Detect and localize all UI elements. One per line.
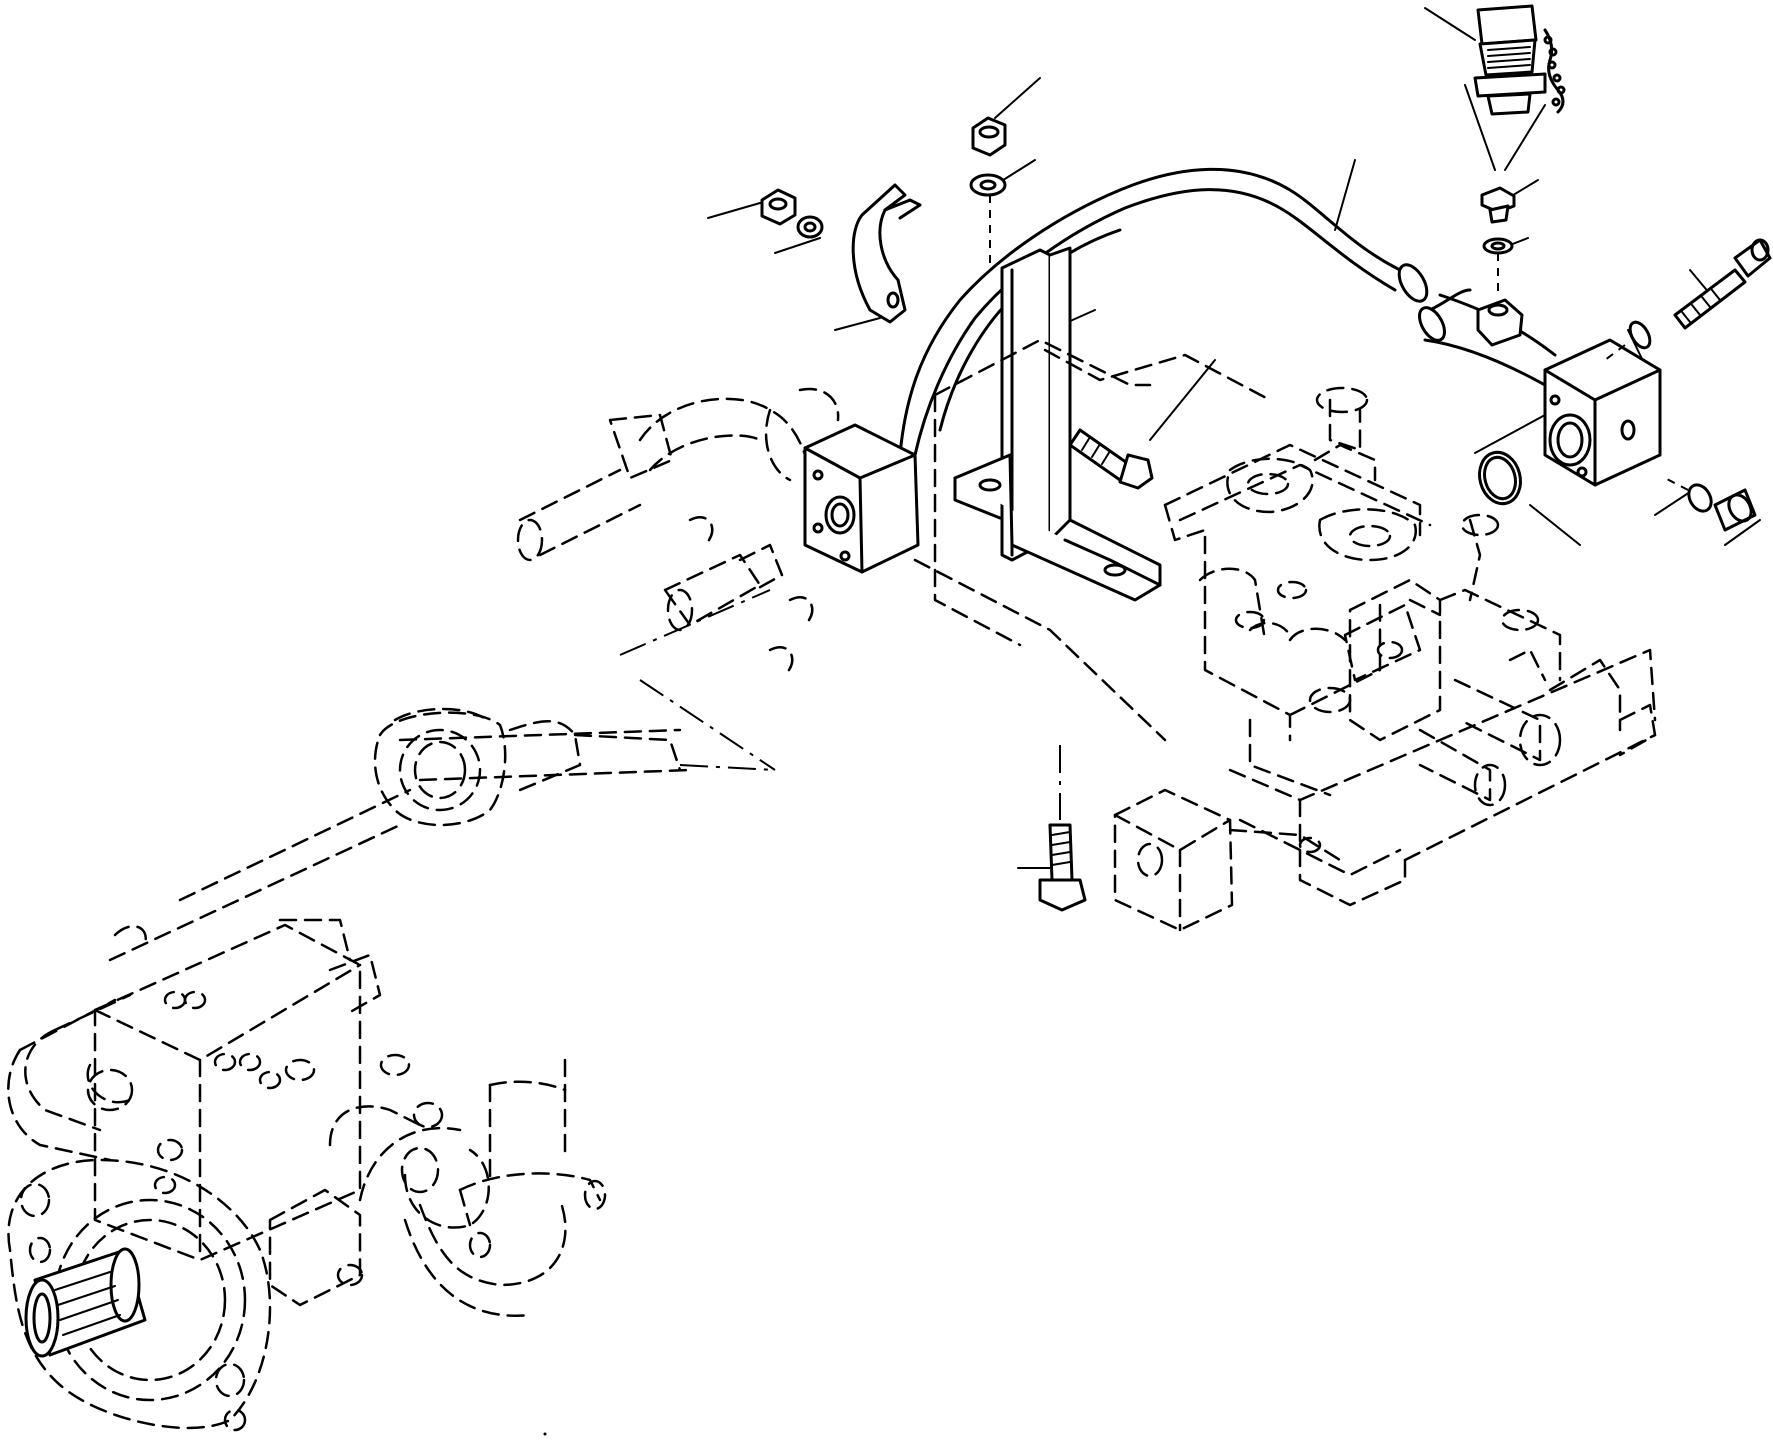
- bolt-centerline-right: [1604, 344, 1626, 361]
- leader-line-coupler-right: [1504, 104, 1546, 171]
- leader-line-lower-bolt: [1724, 519, 1761, 546]
- plug: [1480, 186, 1516, 224]
- hex-bolt-bottom: [1038, 823, 1087, 912]
- flat-washer-top: [969, 173, 1007, 197]
- leader-line-top-washer: [999, 159, 1036, 183]
- leader-lines: [707, 7, 1761, 869]
- flat-washer-left: [796, 215, 824, 239]
- hex-nut-top: [971, 116, 1007, 157]
- o-ring: [1478, 450, 1522, 506]
- leader-line-hex-bolt: [1149, 359, 1216, 441]
- suction-tube: [108, 707, 692, 962]
- fitting-left: [663, 516, 814, 677]
- leader-line-coupler: [1424, 7, 1476, 41]
- leader-line-tube: [1334, 159, 1356, 231]
- control-valve: [913, 338, 1657, 907]
- leader-line-flange: [1474, 414, 1546, 454]
- leader-line-top-nut: [994, 77, 1041, 119]
- reference-line-2: [639, 679, 776, 771]
- hex-bolt-bracket: [1068, 428, 1154, 490]
- tube-assembly: [898, 167, 1557, 457]
- bolt-lower-right: [1713, 488, 1757, 532]
- lock-washer: [1628, 320, 1652, 350]
- reference-line-1: [619, 589, 771, 656]
- leader-line-clamp: [834, 317, 881, 331]
- dashed-hose-left: [516, 387, 840, 562]
- washer-lower-right: [1687, 483, 1713, 513]
- flange-block-left: [803, 423, 920, 574]
- leader-line-left-nut: [707, 202, 761, 219]
- leader-line-lower-washer: [1654, 489, 1694, 516]
- flange-block-right: [1543, 338, 1662, 487]
- washer-small: [1482, 237, 1514, 255]
- hex-nut-left: [760, 188, 797, 226]
- bolt-centerline-lower: [1664, 477, 1689, 491]
- leader-line-left-washer: [774, 237, 821, 254]
- o-ring-inner: [1483, 455, 1517, 501]
- reference-line-3: [679, 764, 776, 771]
- clamp: [851, 183, 922, 324]
- quick-coupler: [1473, 4, 1566, 116]
- leader-line-oring: [1529, 504, 1581, 546]
- stray-mark: [543, 1432, 547, 1436]
- hydraulic-pump: [7, 918, 607, 1432]
- junction-block: [1113, 788, 1342, 932]
- leader-line-coupler-left: [1464, 84, 1496, 171]
- bracket: [953, 246, 1162, 602]
- socket-head-bolt: [1673, 238, 1772, 330]
